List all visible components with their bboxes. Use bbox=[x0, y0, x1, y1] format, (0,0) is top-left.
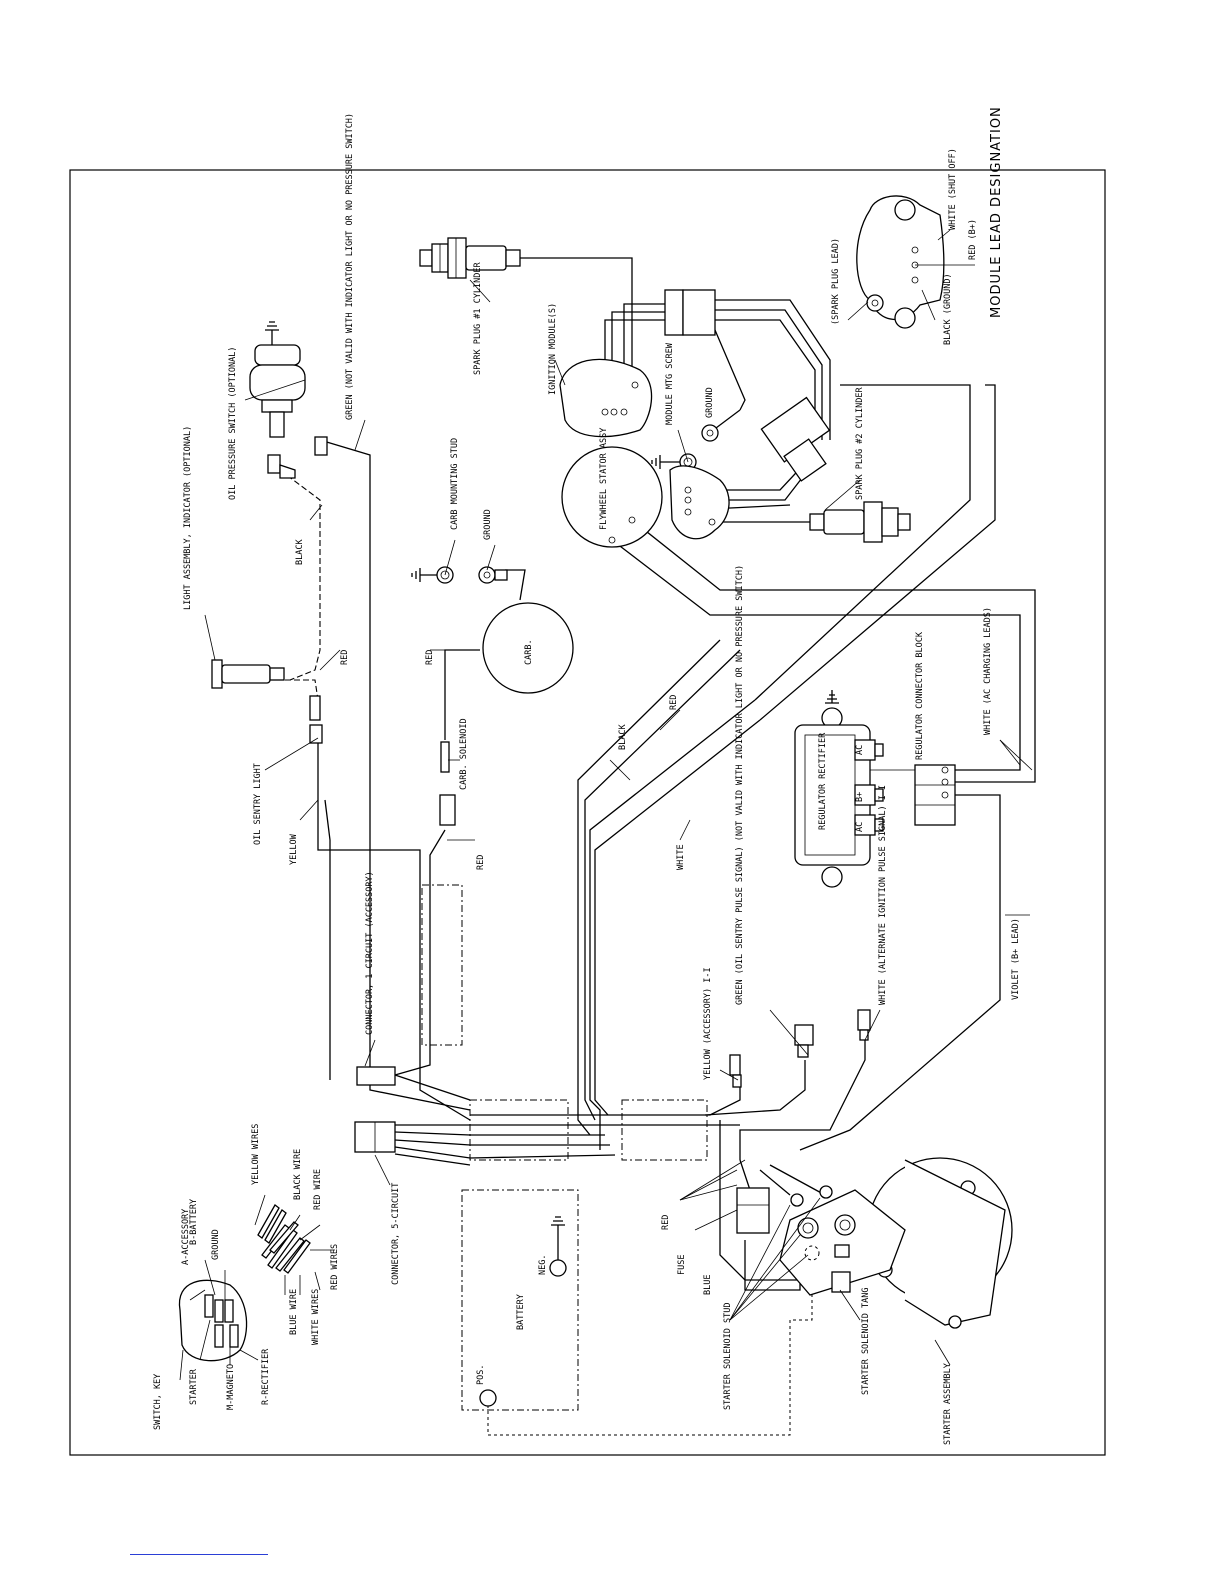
label-green-not-valid: GREEN (NOT VALID WITH INDICATOR LIGHT OR… bbox=[345, 113, 355, 420]
connector-5-circuit bbox=[354, 1121, 396, 1153]
label-module-mtg-screw: MODULE MTG SCREW bbox=[665, 342, 675, 425]
starter-solenoid bbox=[779, 1185, 906, 1296]
key-switch bbox=[178, 1279, 248, 1362]
label-ground-carb: GROUND bbox=[483, 509, 493, 540]
label-red-mid: RED bbox=[476, 855, 486, 870]
ground-ring-top bbox=[701, 409, 741, 442]
label-light-assembly: LIGHT ASSEMBLY, INDICATOR (OPTIONAL) bbox=[183, 426, 193, 610]
label-green-oil-sentry: GREEN (OIL SENTRY PULSE SIGNAL) (NOT VAL… bbox=[735, 565, 745, 1005]
label-b-battery: B-BATTERY bbox=[189, 1199, 199, 1245]
label-black-ground: BLACK (GROUND) bbox=[943, 273, 953, 345]
label-white-alternate: WHITE (ALTERNATE IGNITION PULSE SIGNAL) … bbox=[878, 785, 888, 1005]
loose-wires bbox=[257, 1204, 311, 1274]
label-connector-5-circuit: CONNECTOR, 5-CIRCUIT bbox=[391, 1183, 401, 1285]
label-a-accessory: A-ACCESSORY bbox=[181, 1209, 191, 1265]
label-regulator-connector-block: REGULATOR CONNECTOR BLOCK bbox=[915, 631, 925, 760]
label-yellow-accessory: YELLOW (ACCESSORY) I-I bbox=[703, 967, 713, 1080]
label-blue-wire: BLUE WIRE bbox=[289, 1289, 299, 1335]
regulator-rectifier bbox=[794, 690, 884, 888]
label-starter-terminal: STARTER bbox=[189, 1368, 199, 1405]
label-spark-plug-lead: (SPARK PLUG LEAD) bbox=[831, 238, 841, 325]
label-oil-pressure-switch: OIL PRESSURE SWITCH (OPTIONAL) bbox=[228, 346, 238, 500]
label-black-light: BLACK bbox=[295, 539, 305, 565]
spark-plug-2 bbox=[809, 501, 911, 543]
label-blue: BLUE bbox=[703, 1275, 713, 1295]
label-m-magneto: M-MAGNETO bbox=[226, 1364, 236, 1410]
label-red-light: RED bbox=[340, 650, 350, 665]
label-red-wire: RED WIRE bbox=[313, 1169, 323, 1210]
connector-1-circuit bbox=[356, 1066, 396, 1086]
label-black-harness: BLACK bbox=[618, 724, 628, 750]
oil-pressure-switch bbox=[249, 321, 306, 438]
label-carb: CARB. bbox=[524, 639, 534, 665]
label-black-wire: BLACK WIRE bbox=[293, 1149, 303, 1200]
label-fuse: FUSE bbox=[677, 1255, 687, 1275]
label-white-ac-charging: WHITE (AC CHARGING LEADS) bbox=[983, 607, 993, 735]
footer-link-underline[interactable] bbox=[130, 1554, 268, 1555]
label-regulator-rectifier: REGULATOR RECTIFIER bbox=[818, 732, 828, 830]
fuse bbox=[736, 1187, 770, 1234]
label-flywheel-stator: FLYWHEEL STATOR ASSY bbox=[599, 428, 609, 530]
flywheel-stator bbox=[561, 446, 663, 548]
label-starter-assembly: STARTER ASSEMBLY bbox=[943, 1363, 953, 1445]
label-starter-solenoid-stud: STARTER SOLENOID STUD bbox=[723, 1303, 733, 1410]
carb-ground-ring bbox=[478, 566, 508, 584]
label-ignition-module: IGNITION MODULE(S) bbox=[548, 303, 558, 395]
starter-assembly bbox=[867, 1157, 1013, 1329]
labels: SPARK PLUG #1 CYLINDER IGNITION MODULE(S… bbox=[153, 106, 1021, 1445]
label-spark-plug-1: SPARK PLUG #1 CYLINDER bbox=[473, 262, 483, 375]
label-neg: NEG. bbox=[538, 1255, 548, 1275]
carburetor bbox=[482, 602, 574, 694]
carb-solenoid bbox=[439, 741, 456, 826]
label-carb-solenoid: CARB. SOLENOID bbox=[459, 718, 469, 790]
label-starter-solenoid-tang: STARTER SOLENOID TANG bbox=[861, 1288, 871, 1395]
label-carb-mounting-stud: CARB MOUNTING STUD bbox=[450, 438, 460, 530]
light-assembly bbox=[211, 659, 323, 744]
label-white-wires: WHITE WIRES bbox=[311, 1289, 321, 1345]
label-red-harness: RED bbox=[669, 695, 679, 710]
label-red-carb: RED bbox=[425, 650, 435, 665]
label-ac-bottom: AC bbox=[855, 822, 865, 832]
ignition-module-1 bbox=[559, 358, 653, 438]
battery bbox=[479, 1216, 567, 1407]
module-lead-drawing bbox=[856, 195, 945, 329]
label-oil-sentry-light: OIL SENTRY LIGHT bbox=[253, 763, 263, 845]
label-ac-top: AC bbox=[855, 745, 865, 755]
label-b-plus: B+ bbox=[855, 792, 865, 802]
spark-plug-1 bbox=[419, 237, 521, 279]
label-pos: POS. bbox=[476, 1365, 486, 1385]
label-red-wires: RED WIRES bbox=[330, 1244, 340, 1290]
label-r-rectifier: R-RECTIFIER bbox=[261, 1348, 271, 1405]
label-spark-plug-2: SPARK PLUG #2 CYLINDER bbox=[855, 387, 865, 500]
terminal-plugs bbox=[729, 1009, 871, 1088]
label-yellow-wires: YELLOW WIRES bbox=[251, 1124, 261, 1185]
connector-housings bbox=[421, 884, 708, 1411]
label-battery: BATTERY bbox=[516, 1294, 526, 1330]
wire-ties bbox=[664, 289, 831, 482]
label-red-fuse: RED bbox=[661, 1215, 671, 1230]
leader-lines bbox=[179, 229, 1033, 1381]
label-white-harness: WHITE bbox=[676, 844, 686, 870]
label-red-b: RED (B+) bbox=[968, 219, 978, 260]
label-connector-1-circuit: CONNECTOR, 1-CIRCUIT (ACCESSORY) bbox=[365, 871, 375, 1035]
oil-switch-connectors bbox=[267, 436, 328, 479]
label-switch-key: SWITCH, KEY bbox=[153, 1374, 163, 1430]
label-yellow: YELLOW bbox=[289, 833, 299, 865]
ignition-module-2 bbox=[669, 465, 730, 540]
label-ground-top: GROUND bbox=[705, 387, 715, 418]
label-white-shutoff: WHITE (SHUT OFF) bbox=[948, 148, 958, 230]
regulator-connector-block bbox=[914, 764, 956, 826]
label-ground-switch: GROUND bbox=[211, 1229, 221, 1260]
label-module-lead-designation: MODULE LEAD DESIGNATION bbox=[989, 106, 1004, 318]
label-violet: VIOLET (B+ LEAD) bbox=[1011, 918, 1021, 1000]
diagram-frame bbox=[69, 169, 1106, 1456]
